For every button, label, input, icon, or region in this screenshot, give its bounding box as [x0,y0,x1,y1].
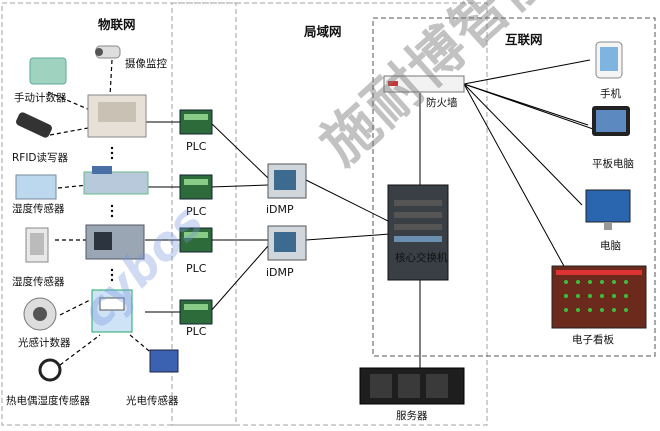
iot-zone-border [1,2,237,426]
plc-module-icon-3 [179,227,213,253]
firewall-label: 防火墙 [426,97,458,109]
manual-counter-device-icon [29,57,67,85]
internet-zone-border [372,17,656,357]
rfid-reader-icon [16,112,52,138]
server-label: 服务器 [396,410,428,422]
core-switch-icon [387,184,449,281]
firewall-icon [383,75,465,93]
conveyor-machine-icon [83,166,149,195]
plc-1-label: PLC [186,140,207,153]
photo-sensor-label: 光电传感器 [126,395,179,407]
phone-icon [595,41,623,79]
rfid-label: RFID读写器 [12,152,69,164]
manual-counter-label: 手动计数器 [14,92,67,104]
sensor-links [47,59,161,366]
light-counter-icon [23,297,57,331]
press-machine-icon [87,94,147,138]
meter-icon [91,289,133,333]
photo-sensor-icon [149,349,179,373]
camera-icon [95,45,121,59]
tablet-label: 平板电脑 [592,158,634,170]
plc-module-icon-1 [179,109,213,135]
idmp-1-label: iDMP [266,203,294,216]
pc-label: 电脑 [600,240,621,252]
humidity-sensor-2-icon [25,227,49,263]
cnc-machine-icon [85,224,145,260]
connection-lines [145,59,597,368]
humidity-sensor-icon [15,174,57,200]
plc-module-icon-2 [179,174,213,200]
internet-zone-title: 互联网 [505,32,543,47]
humidity-sensor-2-label: 湿度传感器 [12,276,65,288]
idmp-device-icon-1 [267,163,307,199]
idmp-device-icon-2 [267,225,307,261]
electronic-board-label: 电子看板 [572,334,614,346]
plc-module-icon-4 [179,299,213,325]
vertical-ellipsis-icon [110,146,114,282]
lan-zone-title: 局域网 [304,24,342,39]
server-icon [359,367,465,405]
light-counter-label: 光感计数器 [18,337,71,349]
phone-label: 手机 [600,88,621,100]
pc-monitor-icon [585,189,631,230]
thermocouple-label: 热电偶湿度传感器 [6,395,90,407]
thermocouple-icon [38,358,62,382]
plc-4-label: PLC [186,325,207,338]
plc-3-label: PLC [186,262,207,275]
iot-zone-title: 物联网 [98,17,136,32]
electronic-board-icon [551,265,647,329]
plc-2-label: PLC [186,205,207,218]
camera-label: 摄像监控 [125,58,167,70]
core-switch-label: 核心交换机 [395,252,448,264]
idmp-2-label: iDMP [266,266,294,279]
humidity-sensor-1-label: 湿度传感器 [12,203,65,215]
tablet-icon [592,106,630,136]
